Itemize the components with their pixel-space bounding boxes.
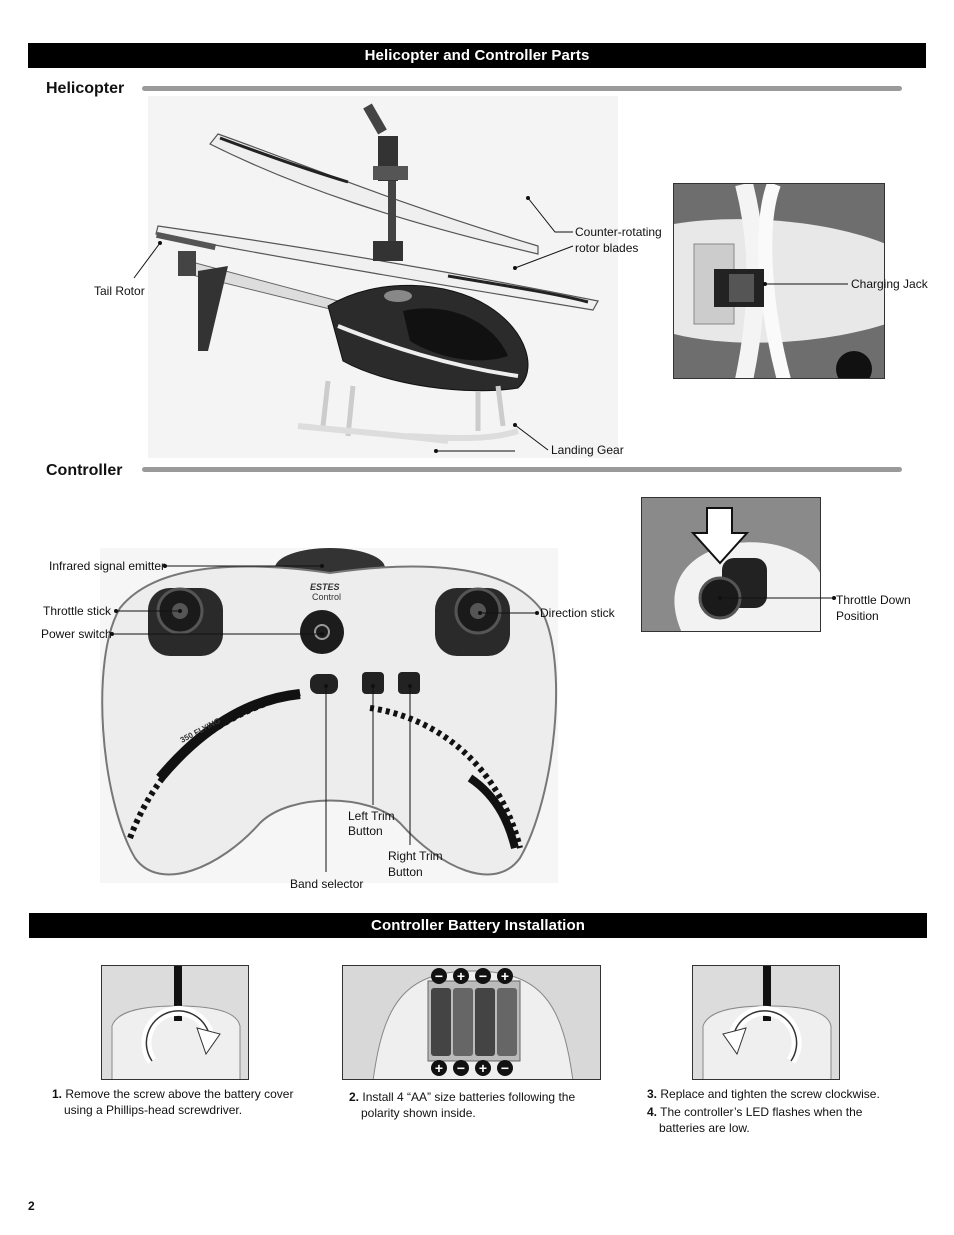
step1-number: 1. <box>52 1087 63 1101</box>
helicopter-photo <box>148 96 618 458</box>
controller-brand-subtext: Control <box>312 592 341 602</box>
throttle-down-photo <box>641 497 821 632</box>
step4-text: 4. The controller’s LED flashes when the… <box>647 1104 862 1136</box>
charging-jack-label: Charging Jack <box>851 277 928 291</box>
step2-line1: Install 4 “AA” size batteries following … <box>362 1090 576 1104</box>
right-trim-label-line1: Right Trim <box>388 849 443 863</box>
throttle-down-label-line1: Throttle Down <box>836 593 911 607</box>
direction-stick-label: Direction stick <box>540 606 615 620</box>
parts-banner: Helicopter and Controller Parts <box>28 43 926 68</box>
step4-number: 4. <box>647 1105 658 1119</box>
step3-line1: Replace and tighten the screw clockwise. <box>660 1087 880 1101</box>
power-switch-label: Power switch <box>41 627 112 641</box>
rotor-blades-label-line1: Counter-rotating <box>575 225 662 239</box>
step1-line1: Remove the screw above the battery cover <box>65 1087 294 1101</box>
band-selector-label: Band selector <box>290 877 364 891</box>
helicopter-section-rule <box>142 86 902 91</box>
step4-line2: batteries are low. <box>659 1121 750 1135</box>
step2-number: 2. <box>349 1090 360 1104</box>
step3-image <box>692 965 840 1080</box>
svg-text:+: + <box>457 968 465 984</box>
step1-image <box>101 965 249 1080</box>
charging-jack-photo <box>673 183 885 379</box>
controller-photo: ESTES Control 350 FLYING <box>100 548 558 883</box>
left-trim-label-line1: Left Trim <box>348 809 395 823</box>
svg-text:−: − <box>479 968 487 984</box>
svg-text:−: − <box>457 1060 465 1076</box>
step3-number: 3. <box>647 1087 658 1101</box>
left-trim-label-line2: Button <box>348 824 383 838</box>
step1-text: 1. Remove the screw above the battery co… <box>52 1086 293 1118</box>
step3-text: 3. Replace and tighten the screw clockwi… <box>647 1086 880 1102</box>
step2-image: − + − + + − + − <box>342 965 601 1080</box>
controller-section-title: Controller <box>46 462 123 479</box>
svg-text:−: − <box>501 1060 509 1076</box>
step2-text: 2. Install 4 “AA” size batteries followi… <box>349 1089 575 1121</box>
landing-gear-label: Landing Gear <box>551 443 624 457</box>
helicopter-section-title: Helicopter <box>46 80 125 97</box>
battery-banner: Controller Battery Installation <box>29 913 927 938</box>
svg-text:+: + <box>435 1060 443 1076</box>
tail-rotor-label: Tail Rotor <box>94 284 145 298</box>
page-number: 2 <box>28 1199 35 1213</box>
svg-text:−: − <box>435 968 443 984</box>
step4-line1: The controller’s LED flashes when the <box>660 1105 863 1119</box>
controller-section-rule <box>142 467 902 472</box>
rotor-blades-label-line2: rotor blades <box>575 241 639 255</box>
infrared-emitter-label: Infrared signal emitter <box>49 559 166 573</box>
throttle-down-label-line2: Position <box>836 609 879 623</box>
right-trim-label-line2: Button <box>388 865 423 879</box>
svg-text:+: + <box>501 968 509 984</box>
step1-line2: using a Phillips-head screwdriver. <box>64 1103 243 1117</box>
step2-line2: polarity shown inside. <box>361 1106 476 1120</box>
svg-text:+: + <box>479 1060 487 1076</box>
controller-brand-text: ESTES <box>310 582 340 592</box>
throttle-stick-label: Throttle stick <box>43 604 112 618</box>
